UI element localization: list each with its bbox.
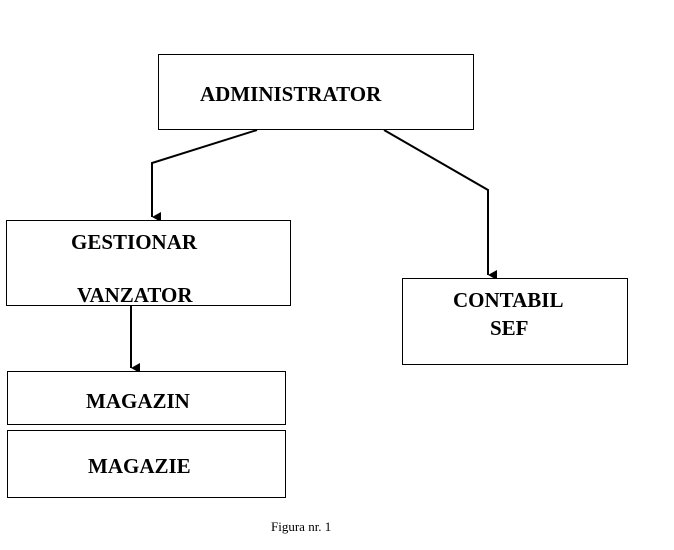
magazin-label: MAGAZIN [86, 389, 190, 413]
magazie-box: MAGAZIE [7, 430, 286, 498]
contabil-sef-box: CONTABIL SEF [402, 278, 628, 365]
magazie-label: MAGAZIE [88, 454, 191, 478]
arrow-admin-to-gestionar [151, 129, 258, 222]
gestionar-vanzator-box: GESTIONAR VANZATOR [6, 220, 291, 306]
arrow-admin-to-contabil [383, 129, 497, 280]
sef-label: SEF [490, 316, 529, 340]
vanzator-label: VANZATOR [77, 283, 193, 307]
administrator-box: ADMINISTRATOR [158, 54, 474, 130]
magazin-box: MAGAZIN [7, 371, 286, 425]
figure-caption: Figura nr. 1 [271, 519, 332, 534]
contabil-label: CONTABIL [453, 288, 564, 312]
gestionar-label: GESTIONAR [71, 230, 198, 254]
administrator-label: ADMINISTRATOR [200, 82, 382, 106]
